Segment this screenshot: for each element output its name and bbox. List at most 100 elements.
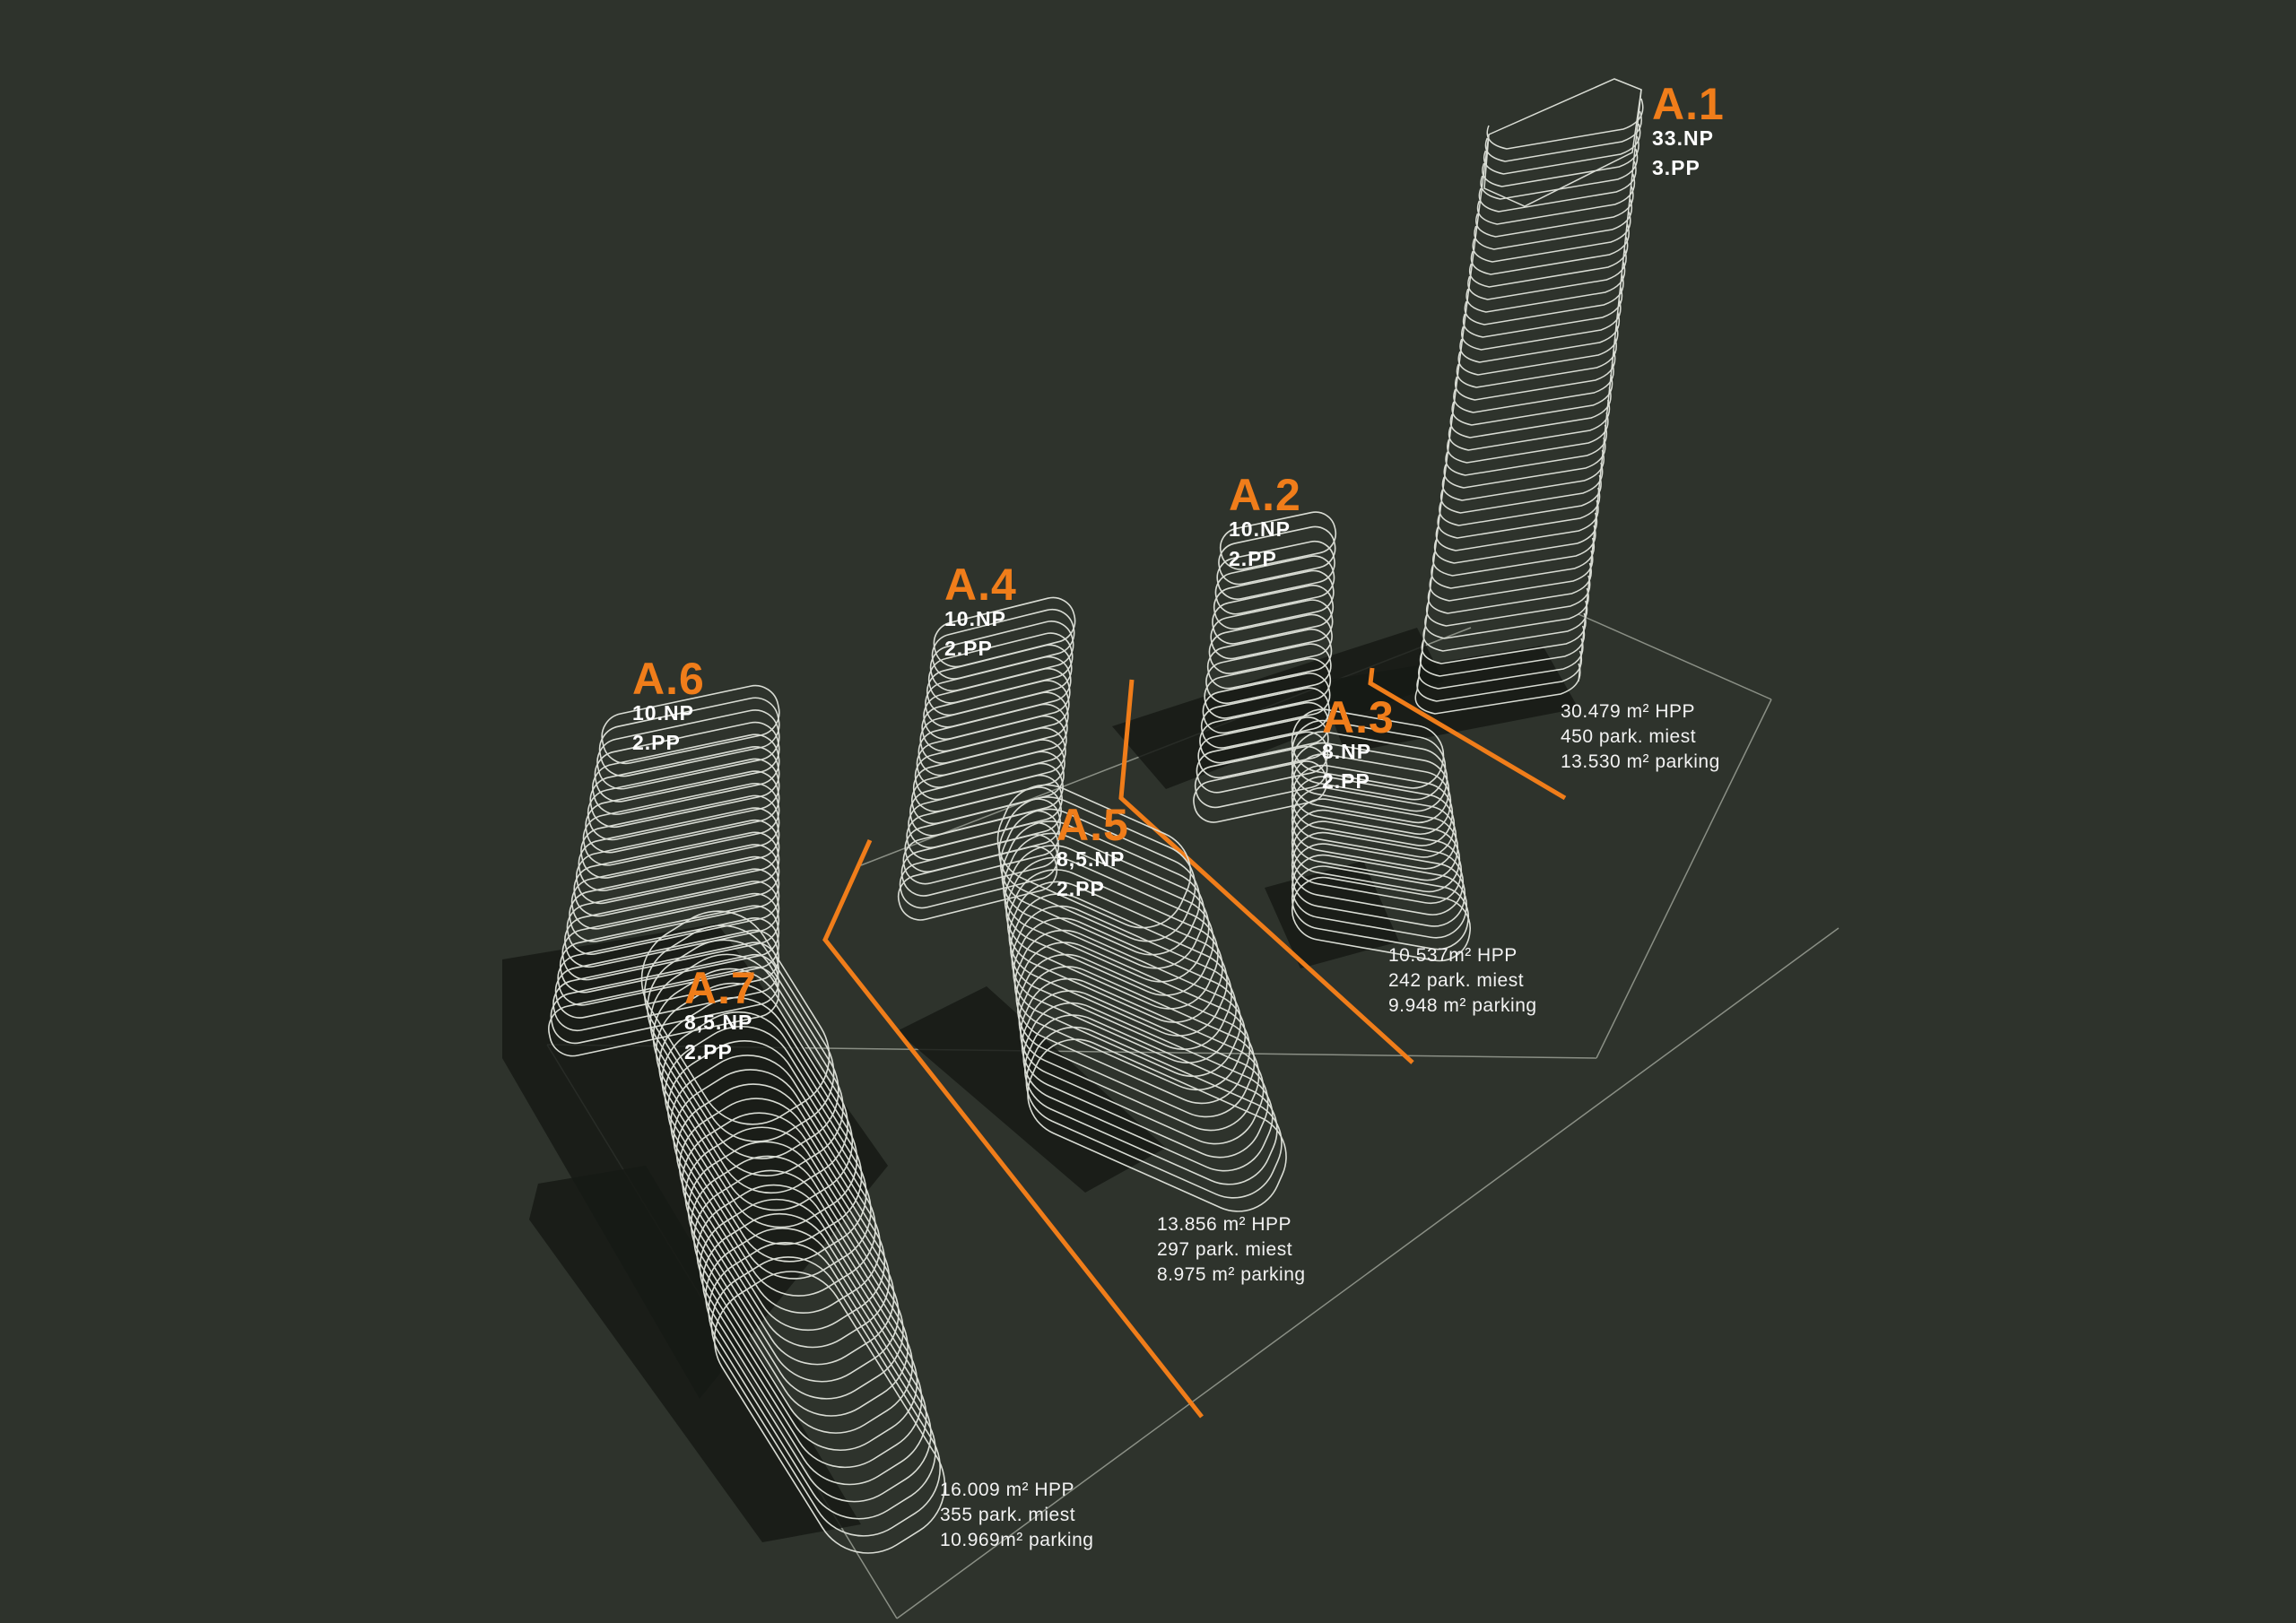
label-a5: A.5 8,5.NP 2.PP [1057, 800, 1129, 904]
floor-slab [570, 844, 780, 930]
floor-slab [1010, 893, 1232, 1050]
floor-slab [999, 808, 1201, 956]
floor-slab [1004, 845, 1214, 996]
floor-slab [900, 821, 1060, 897]
floor-slab [576, 819, 780, 905]
building-shadow [502, 924, 888, 1399]
zone-parking-area: 8.975 m² parking [1157, 1264, 1306, 1285]
site-edge [1578, 613, 1772, 700]
floors-above: 10.NP [1229, 517, 1291, 541]
floor-slab [569, 855, 780, 942]
floor-slab [1467, 248, 1627, 300]
label-a6: A.6 10.NP 2.PP [632, 654, 705, 758]
zone-parking-area: 9.948 m² parking [1388, 995, 1537, 1016]
floor-slab [690, 1155, 909, 1417]
floor-slab [693, 1169, 914, 1434]
floor-slab [1464, 273, 1624, 325]
floors-above: 8,5.NP [684, 1011, 753, 1034]
label-a2: A.2 10.NP 2.PP [1229, 473, 1301, 574]
building-a1 [1414, 78, 1644, 715]
site-edge [896, 927, 1839, 1619]
floor-slab [1017, 953, 1256, 1118]
building-a5 [996, 784, 1287, 1212]
building-code: A.6 [632, 654, 705, 704]
zone-stats-a2-a3: 10.537m² HPP 242 park. miest 9.948 m² pa… [1388, 943, 1537, 1019]
floor-slab [1291, 831, 1465, 916]
tower-edge [1578, 89, 1642, 682]
floor-slab [1023, 1014, 1278, 1185]
zone-dividers [822, 667, 1567, 1419]
floor-slab [573, 831, 780, 917]
site-edge [1596, 699, 1772, 1059]
zone-hpp: 30.479 m² HPP [1561, 701, 1696, 722]
floor-slab [1292, 865, 1469, 950]
floor-slab [598, 697, 780, 777]
label-a7: A.7 8,5.NP 2.PP [684, 966, 757, 1067]
label-a3: A.3 8.NP 2.PP [1322, 692, 1395, 796]
building-code: A.3 [1322, 692, 1395, 742]
floors-below: 3.PP [1652, 156, 1700, 179]
zone-divider-line [1118, 679, 1414, 1064]
floor-slab [1291, 708, 1445, 789]
floors-below: 2.PP [684, 1040, 733, 1063]
floors-below: 2.PP [632, 731, 681, 754]
tower-edge [1416, 134, 1490, 691]
floor-slab [1291, 854, 1468, 939]
floor-slab [1475, 186, 1634, 238]
building-code: A.5 [1057, 800, 1129, 850]
floor-slab [701, 1212, 927, 1486]
floor-slab [1018, 966, 1260, 1132]
floor-slab [589, 746, 780, 829]
floors-above: 8,5.NP [1057, 847, 1126, 871]
floor-slab [578, 807, 780, 891]
floor-slab [1006, 869, 1223, 1023]
floor-slab [1291, 731, 1448, 812]
floor-slab [1472, 211, 1631, 263]
floor-slab [1291, 776, 1456, 858]
zone-parking-area: 13.530 m² parking [1561, 751, 1720, 772]
floor-slab [1291, 764, 1454, 846]
floor-slab [1020, 977, 1265, 1145]
floor-slab [998, 796, 1196, 942]
floor-slab [1008, 881, 1228, 1037]
floor-slab [1003, 832, 1210, 983]
floor-slab [684, 1126, 900, 1383]
zone-parking-area: 10.969m² parking [940, 1530, 1094, 1550]
floor-slab [1013, 929, 1247, 1091]
floors-below: 2.PP [1229, 547, 1277, 570]
floors-above: 10.NP [632, 701, 694, 725]
zone-stats-a4-a5: 13.856 m² HPP 297 park. miest 8.975 m² p… [1157, 1212, 1306, 1288]
zone-divider-line [822, 838, 1204, 1419]
floor-slab [699, 1198, 923, 1469]
floor-slab [552, 942, 780, 1032]
building-a6 [548, 684, 780, 1057]
floors-below: 2.PP [944, 637, 993, 660]
floor-slab [1005, 856, 1219, 1010]
zone-parking-spaces: 450 park. miest [1561, 726, 1697, 747]
floor-slab [1474, 198, 1633, 250]
zone-parking-spaces: 242 park. miest [1388, 970, 1525, 991]
building-shadow [897, 986, 1166, 1193]
floor-slab [1291, 798, 1459, 881]
floor-slab [1484, 110, 1642, 162]
zone-hpp: 16.009 m² HPP [940, 1480, 1075, 1500]
floor-slab [559, 905, 780, 994]
floor-slab [1291, 786, 1457, 870]
zone-parking-spaces: 355 park. miest [940, 1505, 1076, 1525]
floor-slab [580, 794, 780, 879]
floor-slab [682, 1112, 895, 1366]
zone-stats-a1: 30.479 m² HPP 450 park. miest 13.530 m² … [1561, 699, 1720, 775]
floor-slab [594, 721, 780, 803]
floor-slab [1291, 843, 1466, 927]
floor-slab [713, 1271, 946, 1554]
floor-slab [1025, 1026, 1283, 1199]
floor-slab [902, 810, 1060, 885]
building-models [548, 78, 1644, 1554]
building-shadow [1265, 861, 1399, 968]
zone-divider-line [1368, 667, 1567, 801]
floor-slab [1291, 820, 1463, 905]
floor-slab [897, 846, 1058, 921]
floor-slab [1465, 261, 1626, 313]
floor-slab [1193, 760, 1327, 823]
floor-slab [643, 924, 835, 1142]
